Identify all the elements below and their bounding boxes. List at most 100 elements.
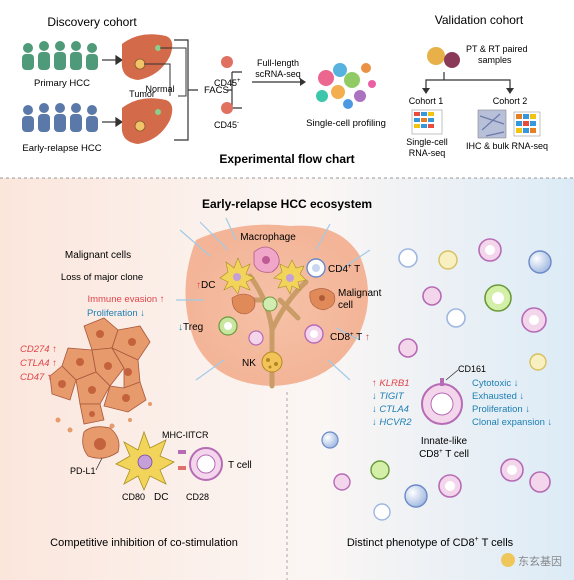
macrophage-label: Macrophage bbox=[240, 232, 296, 243]
scrna-label-line1: Full-length bbox=[257, 58, 299, 68]
malignant-cell-center-icon bbox=[231, 288, 336, 315]
cohort2-bulk-heatmap-icon bbox=[513, 111, 541, 137]
pd-l1-label: PD-L1 bbox=[70, 466, 96, 476]
dendritic-cell-icon bbox=[115, 430, 175, 492]
facs-bracket bbox=[174, 39, 198, 141]
cd4-t-label: CD4+ T bbox=[328, 264, 360, 275]
proliferation-down-label: Proliferation ↓ bbox=[87, 308, 145, 319]
cohort2-label: Cohort 2 bbox=[493, 96, 528, 106]
single-cell-profiling-label: Single-cell profiling bbox=[306, 118, 386, 129]
cd161-pointer bbox=[445, 369, 459, 381]
early-relapse-hcc-label: Early-relapse HCC bbox=[22, 143, 101, 154]
tumor-debris-dots bbox=[55, 402, 152, 433]
tumor-cell-single bbox=[82, 426, 120, 459]
malignant-cell-label-line1: Malignant bbox=[338, 288, 382, 299]
dc-center-label: ↑DC bbox=[196, 280, 215, 291]
dc-icon-center bbox=[219, 257, 255, 295]
liver-icon-primary bbox=[121, 34, 173, 80]
cd45-positive-cell-icon bbox=[221, 56, 233, 68]
normal-label: Normal bbox=[145, 84, 174, 94]
experimental-flow-chart-title: Experimental flow chart bbox=[219, 152, 354, 166]
right-gene-list: ↑ KLRB1 ↓ TIGIT ↓ CTLA4 ↓ HCVR2 bbox=[372, 378, 412, 428]
cd45-positive-label: CD45+ bbox=[214, 78, 241, 88]
left-gene-list: CD274 ↑ CTLA4 ↑ CD47 ↑ bbox=[20, 344, 57, 383]
ecosystem-title: Early-relapse HCC ecosystem bbox=[202, 197, 372, 211]
dc-icon-center-2 bbox=[273, 259, 307, 295]
gene-tigit: ↓ TIGIT bbox=[372, 391, 405, 402]
receptor-markers bbox=[178, 450, 186, 470]
malignant-cell-label-line2: cell bbox=[338, 300, 353, 311]
primary-hcc-people-icon bbox=[22, 41, 98, 70]
cohort-split-lines bbox=[425, 72, 511, 90]
cd28-label: CD28 bbox=[186, 492, 209, 502]
distinct-phenotype-caption: Distinct phenotype of CD8+ T cells bbox=[347, 536, 514, 549]
nk-label: NK bbox=[242, 358, 256, 369]
people-to-liver-arrows bbox=[102, 54, 124, 128]
watermark-text: 东玄基因 bbox=[518, 554, 562, 568]
gene-cd47: CD47 ↑ bbox=[20, 372, 52, 383]
green-t-cell-icon bbox=[262, 296, 278, 312]
discovery-cohort-title: Discovery cohort bbox=[47, 15, 137, 29]
facs-split-lines bbox=[226, 71, 242, 109]
vessel-lines bbox=[176, 217, 371, 381]
single-cell-rna-label-line2: RNA-seq bbox=[409, 148, 446, 158]
ihc-bulk-label: IHC & bulk RNA-seq bbox=[466, 141, 548, 151]
single-cell-rna-label-line1: Single-cell bbox=[406, 137, 448, 147]
phenotype-cytotoxic: Cytotoxic ↓ bbox=[472, 378, 518, 389]
tissue-samples-icon bbox=[427, 47, 460, 68]
phenotype-proliferation: Proliferation ↓ bbox=[472, 404, 530, 415]
validation-cohort-title: Validation cohort bbox=[435, 13, 524, 27]
tcr-label: TCR bbox=[190, 430, 209, 440]
gene-klrb1: ↑ KLRB1 bbox=[372, 378, 410, 389]
cd161-label: CD161 bbox=[458, 364, 486, 374]
competitive-inhibition-caption: Competitive inhibition of co-stimulation bbox=[50, 537, 238, 549]
treg-label: ↓Treg bbox=[178, 322, 203, 333]
cohort1-heatmap-icon bbox=[411, 109, 443, 135]
mhc-ii-label: MHC-II bbox=[162, 430, 191, 440]
immune-evasion-label: Immune evasion ↑ bbox=[87, 294, 164, 305]
cohort2-arrow-head bbox=[506, 88, 514, 94]
cd4-t-cell-icon bbox=[306, 258, 326, 278]
pt-rt-label-line1: PT & RT paired bbox=[466, 44, 528, 54]
gene-hcvr2: ↓ HCVR2 bbox=[372, 417, 412, 428]
dc-small-label: DC bbox=[154, 492, 168, 503]
t-cell-label: T cell bbox=[228, 460, 252, 471]
watermark: 东玄基因 bbox=[501, 553, 562, 568]
phenotype-clonal-expansion: Clonal expansion ↓ bbox=[472, 417, 552, 428]
pd-l1-pointer bbox=[95, 457, 103, 471]
cd8-t-label: CD8+ T ↑ bbox=[330, 332, 370, 343]
cd45-negative-label: CD45- bbox=[214, 120, 239, 130]
single-cell-tsne-icon bbox=[316, 63, 376, 109]
facs-label: FACS bbox=[204, 85, 229, 96]
pt-rt-label-line2: samples bbox=[478, 55, 512, 65]
cohort1-label: Cohort 1 bbox=[409, 96, 444, 106]
cohort2-ihc-icon bbox=[477, 109, 507, 139]
t-cell-icon-left bbox=[189, 447, 223, 481]
innate-like-label-line1: Innate-like bbox=[421, 436, 468, 447]
pink-t-cell-center bbox=[248, 330, 264, 346]
cd8-t-cell-icon bbox=[304, 324, 324, 344]
primary-hcc-label: Primary HCC bbox=[34, 78, 90, 89]
tumor-normal-connectors bbox=[144, 47, 187, 97]
right-t-cell-field bbox=[321, 238, 552, 521]
innate-like-cd8-t-cell-icon bbox=[421, 378, 463, 425]
innate-like-label-line2: CD8+ T cell bbox=[419, 449, 469, 460]
liver-icon-relapse bbox=[121, 98, 173, 144]
early-relapse-people-icon bbox=[22, 103, 98, 132]
treg-cell-icon bbox=[218, 316, 238, 336]
top-panel: Discovery cohort Primary HCC Early-relap… bbox=[22, 13, 548, 166]
phenotype-list: Cytotoxic ↓ Exhausted ↓ Proliferation ↓ … bbox=[472, 378, 552, 428]
tumor-cell-nuclei bbox=[58, 330, 136, 417]
phenotype-exhausted: Exhausted ↓ bbox=[472, 391, 524, 402]
cd80-label: CD80 bbox=[122, 492, 145, 502]
loss-major-clone-label: Loss of major clone bbox=[61, 272, 143, 283]
cd45-negative-cell-icon bbox=[221, 102, 233, 114]
malignant-cells-label: Malignant cells bbox=[65, 250, 131, 261]
gene-ctla4-right: ↓ CTLA4 bbox=[372, 404, 409, 415]
nk-cell-icon bbox=[261, 351, 283, 373]
gene-cd274: CD274 ↑ bbox=[20, 344, 57, 355]
scrna-arrow-head bbox=[300, 78, 306, 86]
cohort1-arrow-head bbox=[422, 88, 430, 94]
